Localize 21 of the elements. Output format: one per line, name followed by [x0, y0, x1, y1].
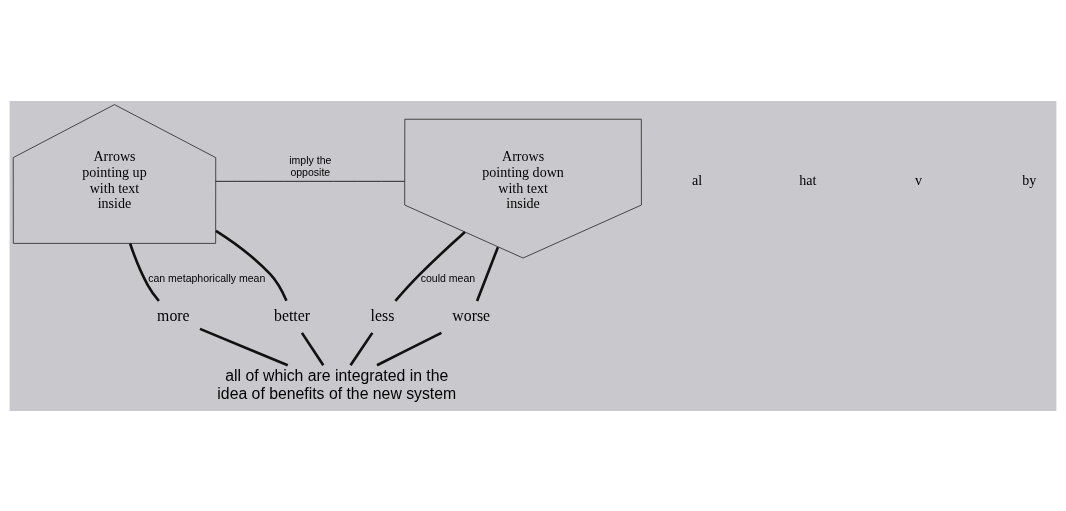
edge-label: can metaphorically mean	[148, 271, 266, 284]
node-text: worse	[452, 306, 491, 324]
node-text: less	[370, 306, 395, 324]
node-text: better	[273, 306, 310, 324]
edge-label: imply the opposite	[289, 153, 332, 178]
connector	[199, 327, 289, 366]
label: hat	[799, 171, 817, 188]
node-text: all of which are integrated in the idea of benefits of the new system	[217, 366, 457, 402]
connector	[394, 230, 466, 302]
connector	[300, 331, 325, 366]
label: by	[1022, 171, 1037, 188]
connector	[475, 246, 500, 301]
connector	[349, 331, 374, 366]
node-text: more	[157, 306, 190, 324]
connector	[215, 180, 405, 182]
edge-label: could mean	[420, 271, 476, 284]
connector	[376, 331, 442, 366]
label: v	[914, 171, 922, 188]
connector	[128, 242, 160, 302]
connector	[215, 229, 288, 301]
label: al	[691, 171, 703, 188]
